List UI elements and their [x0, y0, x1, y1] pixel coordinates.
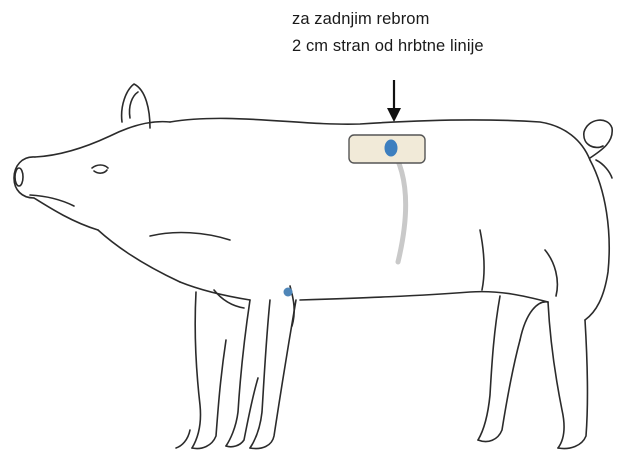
sensor-patch-icon	[349, 135, 425, 163]
down-arrow-icon	[387, 80, 401, 122]
pig-outline	[14, 84, 612, 449]
leg-marker-dot	[284, 288, 293, 297]
